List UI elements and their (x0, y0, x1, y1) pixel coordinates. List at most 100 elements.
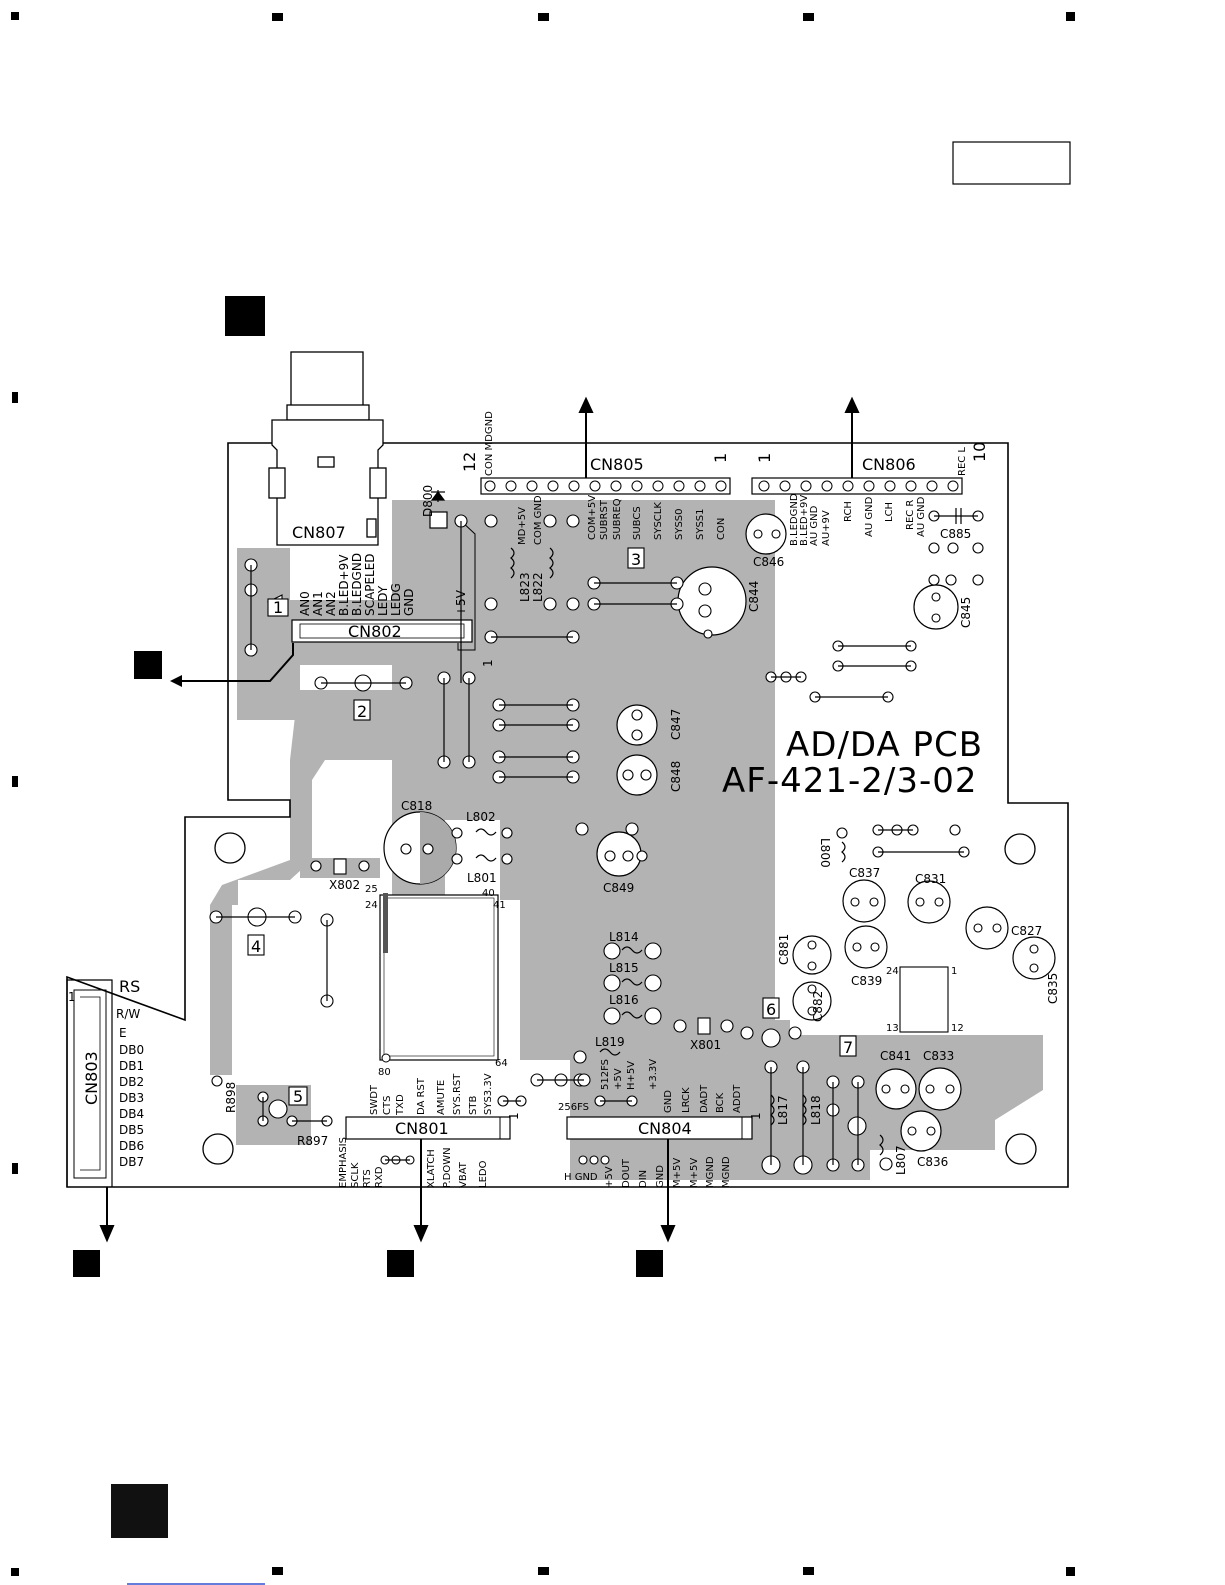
svg-text:R/W: R/W (116, 1007, 140, 1021)
cn801-pin-last: 1 (507, 1112, 521, 1120)
svg-text:AU GND: AU GND (864, 496, 875, 537)
section-marker-bottom-1 (73, 1250, 100, 1277)
svg-text:DOUT: DOUT (621, 1158, 632, 1188)
svg-text:L814: L814 (609, 930, 639, 944)
section-marker-bottom-2 (387, 1250, 414, 1277)
svg-text:C839: C839 (851, 974, 882, 988)
svg-text:L802: L802 (466, 810, 496, 824)
svg-text:C846: C846 (753, 555, 784, 569)
ic801-pin-24: 24 (365, 900, 378, 911)
svg-text:AN1: AN1 (311, 591, 325, 616)
svg-text:C848: C848 (669, 761, 683, 792)
svg-text:C827: C827 (1011, 924, 1042, 938)
svg-text:L815: L815 (609, 961, 639, 975)
cn801-header (345, 1116, 511, 1140)
svg-text:+5V: +5V (454, 589, 468, 616)
svg-text:LEDG: LEDG (389, 583, 403, 616)
svg-text:COM+5V: COM+5V (587, 495, 598, 540)
test-point-1: 1 (273, 598, 283, 617)
cn802-pin-labels: AN0 AN1 AN2 B.LED+9V B.LEDGND SCAPELED L… (298, 553, 468, 616)
down-arrows (99, 1139, 676, 1243)
pcb-outline (66, 442, 1069, 1188)
svg-text:X801: X801 (690, 1038, 721, 1052)
svg-text:STB: STB (468, 1096, 479, 1115)
svg-text:X802: X802 (329, 878, 360, 892)
svg-text:LCH: LCH (884, 502, 895, 522)
svg-text:L801: L801 (467, 871, 497, 885)
svg-text:C841: C841 (880, 1049, 911, 1063)
cn806-pin-last: 10 (970, 442, 989, 462)
ic801-pin-64: 64 (495, 1058, 508, 1069)
svg-text:RXD: RXD (374, 1166, 385, 1188)
ic801-pin-41: 41 (493, 900, 506, 911)
test-point-6: 6 (766, 1000, 776, 1019)
svg-text:LEDY: LEDY (376, 585, 390, 616)
test-point-5: 5 (293, 1087, 303, 1106)
svg-text:MGND: MGND (721, 1156, 732, 1188)
svg-text:C833: C833 (923, 1049, 954, 1063)
svg-text:SUBRST: SUBRST (599, 499, 610, 540)
svg-text:DB5: DB5 (119, 1123, 144, 1137)
svg-text:SCAPELED: SCAPELED (363, 553, 377, 616)
cn802-lead (180, 643, 294, 682)
cn805-pin-labels: CON MDGND MD+5V COM GND COM+5V SUBRST SU… (484, 411, 727, 545)
cn802-pin-last: 1 (481, 659, 495, 667)
cn805-pin-last: 1 (711, 453, 730, 463)
svg-text:ADDT: ADDT (732, 1084, 743, 1113)
svg-text:GND: GND (663, 1090, 674, 1113)
cn802-label: CN802 (348, 622, 402, 641)
svg-text:C835: C835 (1046, 973, 1060, 1004)
svg-text:B.LED+9V: B.LED+9V (799, 495, 810, 546)
svg-text:AU+9V: AU+9V (821, 510, 832, 546)
test-point-4: 4 (251, 937, 261, 956)
crystals (333, 858, 711, 1035)
svg-text:C881: C881 (777, 934, 791, 965)
svg-text:256FS: 256FS (558, 1102, 589, 1113)
mounting-holes (202, 832, 1037, 1165)
cn805-pins (484, 480, 727, 492)
cn806-pin-labels: B.LEDGND B.LED+9V AU GND AU+9V RCH AU GN… (789, 447, 968, 546)
svg-text:C885: C885 (940, 527, 971, 541)
svg-text:D800: D800 (421, 485, 435, 517)
section-marker-top (225, 296, 265, 336)
cn805-header (480, 477, 731, 495)
svg-text:LEDO: LEDO (478, 1160, 489, 1188)
ic802-pin-12: 12 (951, 1023, 964, 1034)
svg-text:512FS: 512FS (600, 1059, 611, 1090)
cn804-header (566, 1116, 753, 1140)
svg-text:L823: L823 (518, 572, 532, 602)
cn803-inner (73, 989, 107, 1179)
svg-text:L816: L816 (609, 993, 639, 1007)
svg-text:CTS: CTS (382, 1096, 393, 1115)
svg-text:R897: R897 (297, 1134, 328, 1148)
svg-text:RCH: RCH (843, 501, 854, 522)
svg-text:DB3: DB3 (119, 1091, 144, 1105)
svg-text:1: 1 (68, 990, 76, 1004)
svg-text:L819: L819 (595, 1035, 625, 1049)
traces (216, 515, 978, 1165)
svg-text:MGND: MGND (705, 1156, 716, 1188)
svg-text:MD+5V: MD+5V (517, 507, 528, 545)
svg-text:DIN: DIN (638, 1170, 649, 1188)
svg-text:DB6: DB6 (119, 1139, 144, 1153)
svg-text:SYS3.3V: SYS3.3V (483, 1073, 494, 1115)
ic801-pin-25: 25 (365, 884, 378, 895)
svg-text:M+5V: M+5V (689, 1158, 700, 1188)
svg-text:C836: C836 (917, 1155, 948, 1169)
svg-text:B.LED+9V: B.LED+9V (337, 554, 351, 616)
board-title-line2: AF-421-2/3-02 (722, 761, 978, 801)
svg-text:GND: GND (402, 588, 416, 616)
svg-text:DB7: DB7 (119, 1155, 144, 1169)
svg-text:DB2: DB2 (119, 1075, 144, 1089)
test-point-markers (247, 547, 857, 1106)
svg-text:C882: C882 (811, 991, 825, 1022)
cn807-label: CN807 (292, 523, 346, 542)
svg-text:C845: C845 (959, 597, 973, 628)
svg-text:L800: L800 (818, 838, 832, 868)
inductors (475, 547, 884, 1156)
svg-text:XLATCH: XLATCH (426, 1149, 437, 1188)
svg-text:SYSS1: SYSS1 (695, 508, 706, 540)
svg-text:C847: C847 (669, 709, 683, 740)
cn804-pin-last: 1 (749, 1112, 763, 1120)
ic802-pin-1: 1 (951, 966, 957, 977)
